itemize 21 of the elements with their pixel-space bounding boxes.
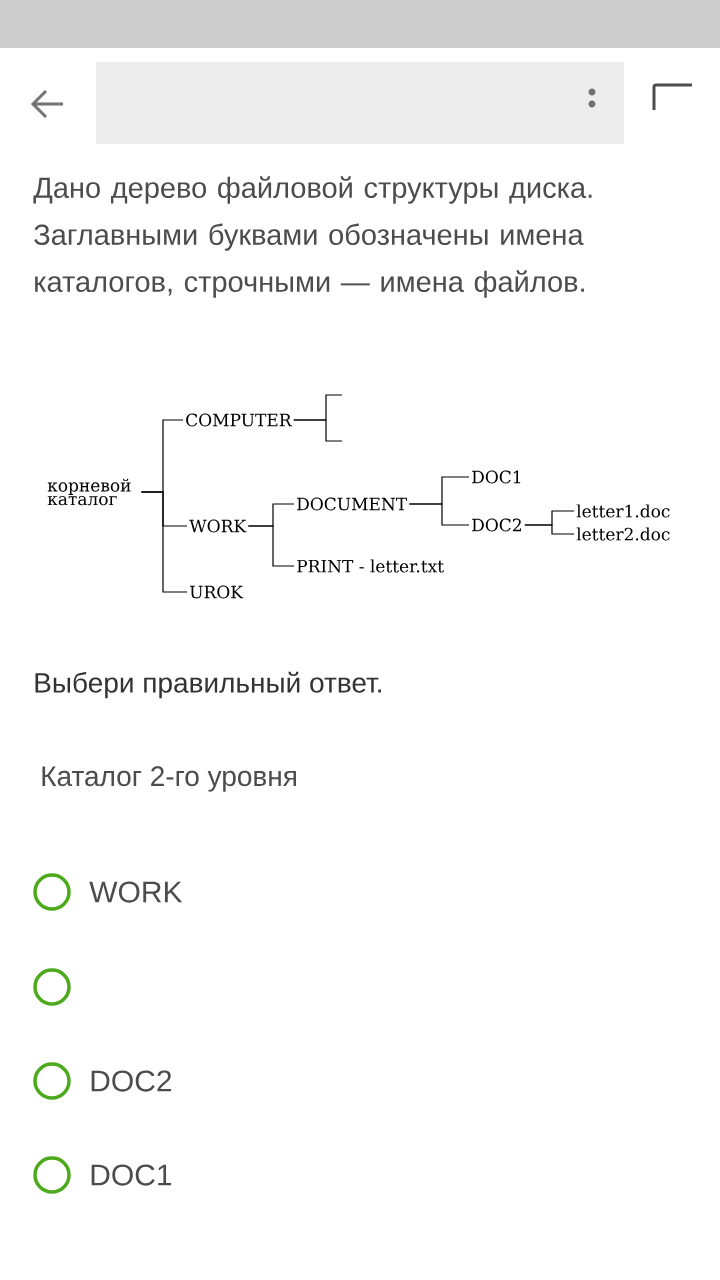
tree-label: letter1.doc [576,504,670,518]
tree-label: DOC2 [472,518,521,532]
tree-label: DOC1 [472,470,521,484]
tree-line [140,491,188,593]
tree-label: DOCUMENT [297,497,407,511]
tree-line [247,525,295,567]
question-prompt: Каталог 2-го уровня [42,766,296,792]
tree-label: letter2.doc [576,527,670,541]
tree-label: корневой каталог [47,478,131,506]
instruction-text: Выбери правильный ответ. [35,671,381,699]
tree-label: UROK [190,585,244,599]
tree-label: WORK [189,519,247,533]
question-text: Дано дерево файловой структуры диска. Заглавными буквами обозначены имена каталогов, строчными — имена файлов. [33,176,592,298]
option-text: WORK [89,881,183,903]
tree-line [293,419,343,442]
tree-line [408,503,470,526]
option-text: DOC1 [91,1164,172,1186]
tree-label: COMPUTER [186,413,292,427]
tree-label: PRINT - letter.txt [297,559,444,573]
option-text: DOC2 [91,1070,172,1092]
tree-line [524,524,575,535]
